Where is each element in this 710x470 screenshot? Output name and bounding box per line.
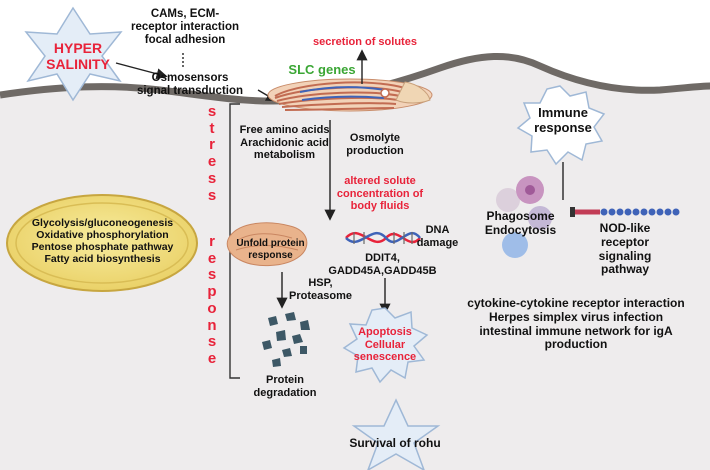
stress-letter: p — [207, 283, 217, 301]
protein-degradation-label: Protein degradation — [253, 374, 317, 399]
stress-letter: t — [209, 119, 215, 137]
nod-receptor-graphic — [570, 207, 680, 217]
slc-genes-label: SLC genes — [288, 62, 356, 77]
salinity-arrow — [115, 62, 168, 80]
stress-letter: r — [209, 136, 215, 154]
amino-acids-label: Free amino acids Arachidonic acid metabo… — [239, 124, 330, 162]
apoptosis-burst — [342, 307, 429, 384]
dna-damage-label: DNA damage — [416, 224, 459, 249]
hyper-salinity-label: HYPER SALINITY — [46, 40, 110, 73]
phagosome-graphic — [496, 176, 552, 258]
metabolism-label: Glycolysis/gluconeogenesis Oxidative pho… — [31, 217, 174, 266]
stress-letter: o — [207, 299, 217, 317]
cell-membrane — [0, 52, 710, 105]
cams-label: CAMs, ECM- receptor interaction focal ad… — [131, 8, 239, 47]
stress-letter: e — [207, 249, 217, 267]
stress-letter: s — [207, 186, 217, 204]
stress-letter: s — [207, 103, 217, 120]
osmolyte-label: Osmolyte production — [346, 132, 404, 157]
dna-helix-graphic — [345, 231, 421, 244]
survival-label: Survival of rohu — [349, 436, 441, 450]
unfold-protein-label: Unfold protein response — [236, 238, 305, 261]
stress-letter: s — [207, 266, 217, 284]
stress-letter: s — [207, 169, 217, 187]
cytokine-label: cytokine-cytokine receptor interaction H… — [467, 296, 685, 352]
slc-transporter-graphic — [267, 78, 433, 112]
immune-burst — [516, 85, 606, 166]
stress-letter: n — [207, 316, 217, 334]
stress-letter: e — [207, 153, 217, 171]
stress-letter: r — [209, 233, 215, 250]
ddit4-label: DDIT4, GADD45A,GADD45B — [328, 252, 437, 277]
cell-interior — [0, 56, 710, 470]
unfold-protein-graphic — [226, 222, 308, 267]
stress-letter: e — [207, 349, 217, 367]
hsp-label: HSP, Proteasome — [289, 277, 352, 302]
survival-star — [351, 398, 441, 470]
protein-fragments-graphic — [262, 312, 310, 367]
nod-like-label: NOD-like receptor signaling pathway — [598, 221, 652, 277]
stress-letter: s — [207, 333, 217, 351]
altered-solute-label: altered solute concentration of body flu… — [336, 175, 424, 213]
apoptosis-label: Apoptosis Cellular senescence — [353, 326, 417, 364]
mitochondria-graphic — [6, 194, 198, 292]
osmosensors-label: Osmosensors signal transduction — [136, 72, 244, 98]
immune-response-label: Immune response — [534, 105, 592, 135]
phagosome-label: Phagosome Endocytosis — [484, 209, 557, 237]
hyper-salinity-star — [24, 6, 123, 102]
secretion-label: secretion of solutes — [313, 36, 417, 48]
